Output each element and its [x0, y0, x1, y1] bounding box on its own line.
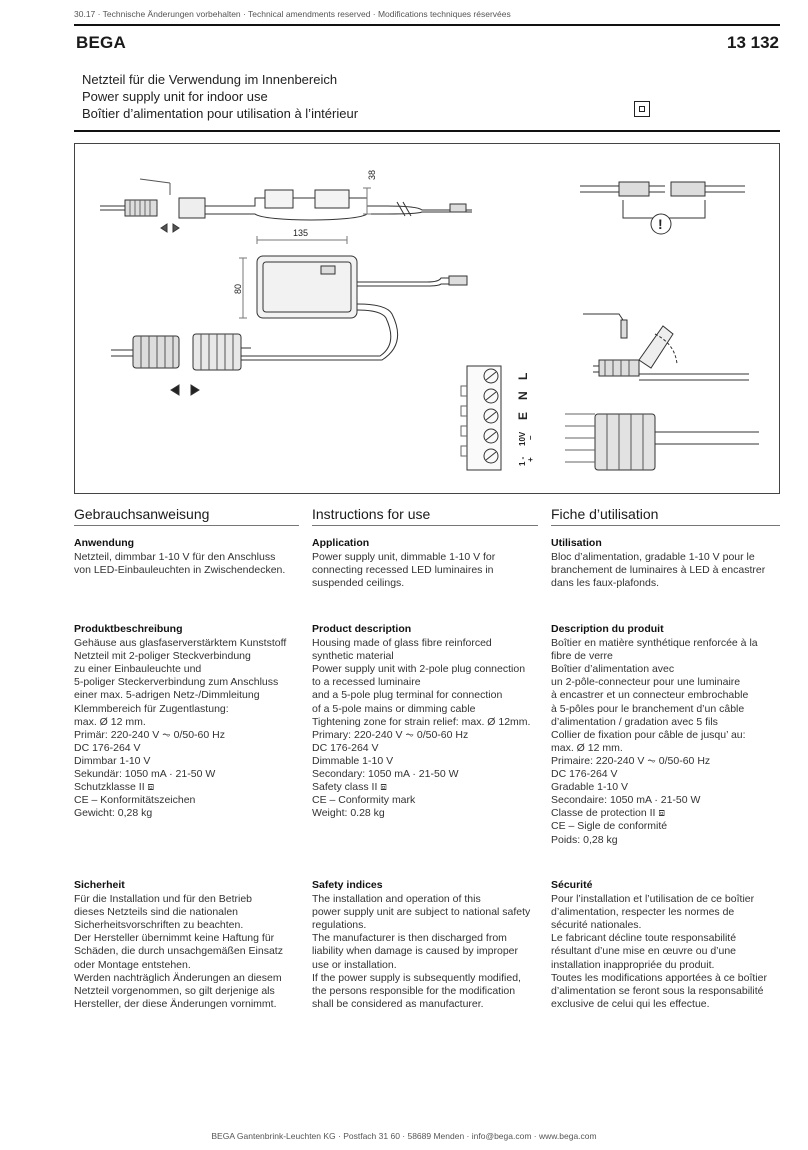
column-heading-english: Instructions for use — [312, 506, 431, 522]
title-french: Boîtier d’alimentation pour utilisation … — [82, 106, 359, 121]
section-title: Sécurité — [551, 879, 593, 891]
terminal-label-e: E — [516, 412, 530, 420]
warning-circle — [650, 213, 672, 235]
terminal-label-l: L — [516, 373, 530, 380]
section-text: Netzteil, dimmbar 1-10 V für den Anschlu… — [74, 551, 286, 577]
section-produktbeschreibung: Produktbeschreibung Gehäuse aus glasfase… — [74, 623, 314, 820]
header-top-rule — [74, 24, 780, 26]
article-number: 13 132 — [727, 33, 779, 52]
section-text: Für die Installation und für den Betrieb… — [74, 893, 283, 1010]
section-utilisation: Utilisation Bloc d’alimentation, gradabl… — [551, 537, 791, 590]
terminal-screws — [483, 368, 499, 464]
section-title: Produktbeschreibung — [74, 623, 183, 635]
section-application: Application Power supply unit, dimmable … — [312, 537, 552, 590]
technical-drawing: 38 135 80 ! L N E 10V 1 - – + — [100, 170, 759, 471]
lever-tool — [583, 313, 624, 321]
inline-plug-right-a — [618, 181, 650, 197]
housing-top-view — [256, 255, 358, 319]
section-title: Utilisation — [551, 537, 602, 549]
dim-length-label: 135 — [293, 228, 308, 238]
connector-socket-left — [178, 197, 206, 219]
section-text: Power supply unit, dimmable 1-10 V for c… — [312, 551, 496, 590]
section-title: Product description — [312, 623, 412, 635]
section-title: Anwendung — [74, 537, 135, 549]
brand-name: BEGA — [76, 33, 126, 52]
connect-arrows-small — [160, 223, 180, 233]
section-product-description: Product description Housing made of glas… — [312, 623, 552, 820]
terminal-label-10v: 10V — [518, 431, 527, 446]
safety-class-ii-icon — [634, 101, 650, 117]
section-text: The installation and operation of this p… — [312, 893, 531, 1010]
title-german: Netzteil für die Verwendung im Innenbere… — [82, 72, 338, 87]
mains-cable-curve — [212, 303, 399, 361]
inline-plug-right-b — [670, 181, 706, 197]
five-pole-plug — [132, 335, 180, 369]
title-english: Power supply unit for indoor use — [82, 89, 268, 104]
section-text: Pour l’installation et l’utilisation de … — [551, 893, 767, 1010]
connector-plug-left — [124, 199, 158, 217]
secondary-plug-middle — [448, 275, 468, 286]
section-text: Bloc d’alimentation, gradable 1-10 V pou… — [551, 551, 766, 590]
footer-address: BEGA Gantenbrink-Leuchten KG · Postfach … — [211, 1131, 597, 1141]
technical-drawing-panel: 38 135 80 ! L N E 10V 1 - – + — [74, 143, 780, 494]
terminal-label-1: 1 - — [518, 456, 527, 466]
section-title: Safety indices — [312, 879, 383, 891]
column-heading-french: Fiche d’utilisation — [551, 506, 659, 522]
section-title: Application — [312, 537, 370, 549]
column-rule-french — [551, 525, 780, 526]
header-bottom-rule — [74, 130, 780, 132]
section-text: Boîtier en matière synthétique renforcée… — [551, 637, 758, 846]
column-rule-english — [312, 525, 538, 526]
connect-arrows-large — [170, 384, 200, 396]
dim-height-label: 38 — [367, 170, 377, 180]
five-pole-plug-closeup — [594, 413, 656, 471]
section-text: Housing made of glass fibre reinforced s… — [312, 637, 531, 820]
terminal-label-minus: – — [526, 435, 535, 440]
terminal-label-plus: + — [526, 457, 535, 462]
section-title: Description du produit — [551, 623, 664, 635]
column-rule-german — [74, 525, 299, 526]
section-sicherheit: Sicherheit Für die Installation und für … — [74, 879, 314, 1011]
section-anwendung: Anwendung Netzteil, dimmbar 1-10 V für d… — [74, 537, 314, 577]
section-text: Gehäuse aus glasfaserverstärktem Kunstst… — [74, 637, 287, 820]
column-heading-german: Gebrauchsanweisung — [74, 506, 210, 522]
section-title: Sicherheit — [74, 879, 125, 891]
section-securite: Sécurité Pour l’installation et l’utilis… — [551, 879, 791, 1011]
secondary-plug-top — [449, 203, 467, 213]
terminal-label-n: N — [516, 391, 530, 400]
housing-side-view — [205, 197, 387, 207]
dim-width-label: 80 — [233, 284, 243, 294]
amendments-note: 30.17 · Technische Änderungen vorbehalte… — [74, 9, 511, 19]
warning-exclamation: ! — [658, 216, 663, 232]
section-safety-indices: Safety indices The installation and oper… — [312, 879, 552, 1011]
section-description-du-produit: Description du produit Boîtier en matièr… — [551, 623, 791, 847]
